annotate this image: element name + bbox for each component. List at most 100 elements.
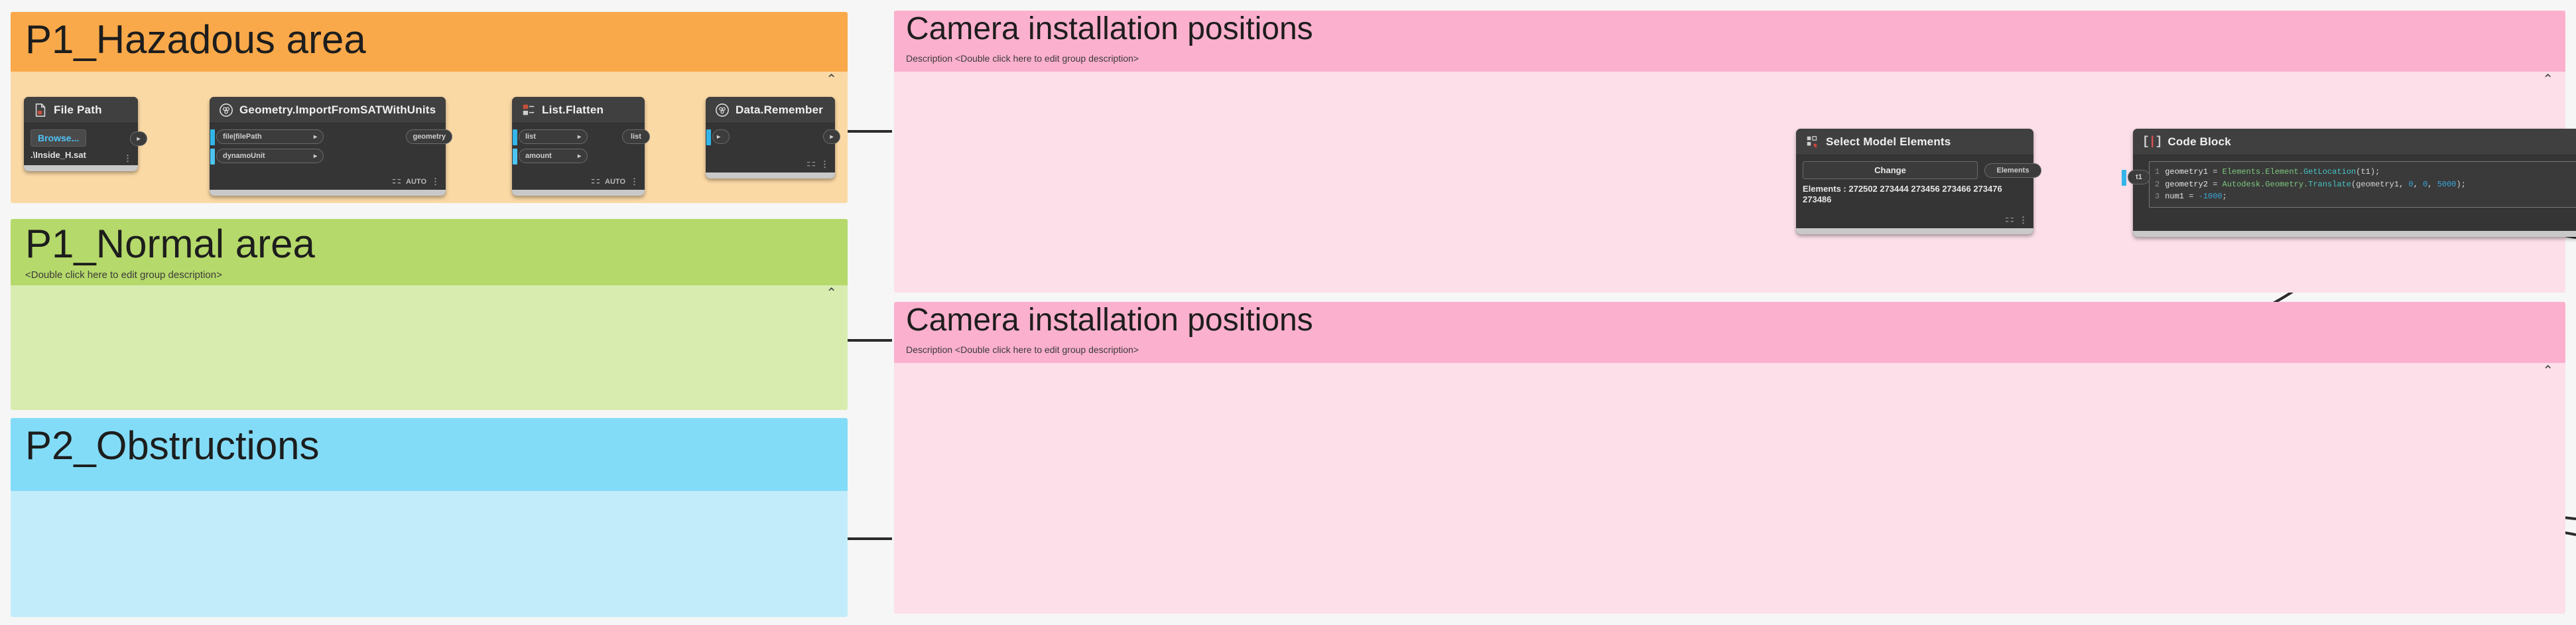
port-label: t1: [2136, 173, 2142, 181]
output-port-elements[interactable]: Elements: [1984, 163, 2041, 178]
node-title: Data.Remember: [736, 103, 824, 116]
input-port-amount[interactable]: amount ▸: [513, 149, 588, 165]
port-row: file|filePath ▸ geometry: [210, 129, 452, 145]
port-arrow-icon: ▸: [577, 152, 581, 160]
node-select-model-elements[interactable]: Select Model Elements Change Elements El…: [1796, 129, 2041, 234]
node-body: Browse... ▸ .\Inside_H.sat: [24, 123, 147, 164]
node-title: File Path: [54, 103, 102, 116]
group-collapse-icon[interactable]: ⌃: [2542, 364, 2553, 378]
code-token: -1000: [2198, 192, 2222, 202]
group-p1-normal[interactable]: P1_Normal area <Double click here to edi…: [11, 219, 848, 612]
group-title: P2_Obstructions: [25, 423, 320, 468]
browse-button[interactable]: Browse...: [31, 129, 87, 147]
code-token: );: [2456, 179, 2466, 189]
node-geometry-import-sat[interactable]: Geometry.ImportFromSATWithUnits file|fil…: [210, 97, 452, 196]
node-list-flatten[interactable]: List.Flatten list ▸ list amoun: [512, 97, 650, 196]
node-body: list ▸ list amount ▸: [512, 123, 650, 188]
code-line-number: 1: [2155, 167, 2160, 176]
output-port-filepath[interactable]: ▸: [130, 131, 147, 146]
node-menu-icon[interactable]: [820, 162, 830, 167]
lacing-icon[interactable]: [591, 178, 600, 186]
node-meta[interactable]: AUTO: [392, 178, 440, 186]
group-description[interactable]: Description <Double click here to edit g…: [906, 344, 1139, 355]
input-port-t1[interactable]: t1: [2122, 170, 2150, 186]
input-port-filepath[interactable]: file|filePath ▸: [210, 129, 324, 145]
code-block-icon: [|]: [2142, 135, 2162, 149]
group-camera-positions-1[interactable]: Camera installation positions Descriptio…: [894, 11, 2576, 293]
group-description[interactable]: <Double click here to edit group descrip…: [25, 269, 222, 281]
node-menu-icon[interactable]: [2019, 218, 2028, 223]
node-body: Change Elements Elements : 272502 273444…: [1796, 155, 2041, 227]
group-p2-obstructions[interactable]: P2_Obstructions Select Model Elements Ch…: [11, 418, 848, 617]
code-token: GetLocation: [2303, 167, 2356, 176]
change-button[interactable]: Change: [1803, 161, 1978, 179]
group-header: Camera installation positions Descriptio…: [894, 302, 2565, 363]
list-flatten-icon: [523, 104, 535, 115]
node-footer: [210, 190, 446, 196]
port-label: amount: [525, 152, 552, 160]
node-footer: [24, 165, 138, 171]
code-token: =: [2189, 192, 2199, 202]
node-data-remember[interactable]: Data.Remember ▸ ▸: [706, 97, 840, 178]
group-title: Camera installation positions: [906, 303, 1313, 338]
port-label: list: [525, 133, 536, 141]
port-label: file|filePath: [223, 133, 262, 141]
node-header: Select Model Elements: [1796, 129, 2033, 155]
port-connected-marker: [210, 129, 215, 145]
node-file-path[interactable]: File Path Browse... ▸ .\Inside_H.sat: [24, 97, 147, 171]
node-header: Data.Remember: [706, 97, 835, 123]
port-connected-marker: [2122, 170, 2126, 186]
node-meta[interactable]: [123, 156, 133, 161]
code-token: Autodesk.Geometry.: [2222, 179, 2309, 189]
node-meta[interactable]: [806, 161, 830, 169]
node-header: File Path: [24, 97, 138, 123]
node-menu-icon[interactable]: [630, 179, 639, 184]
code-token: 0: [2408, 179, 2414, 189]
group-header: Camera installation positions Descriptio…: [894, 11, 2565, 72]
code-token: geometry2: [2165, 179, 2213, 189]
select-model-elements-icon: [1807, 135, 1818, 148]
input-port[interactable]: ▸: [706, 129, 730, 145]
node-menu-icon[interactable]: [123, 156, 133, 161]
group-p1-hazardous[interactable]: P1_Hazadous area ⌃ File Path Browse... ▸…: [11, 12, 848, 203]
group-collapse-icon[interactable]: ⌃: [826, 72, 837, 87]
lacing-icon[interactable]: [2005, 216, 2014, 224]
node-menu-icon[interactable]: [431, 179, 440, 184]
group-collapse-icon[interactable]: ⌃: [826, 286, 837, 301]
port-connected-marker: [706, 129, 711, 145]
group-camera-positions-2[interactable]: Camera installation positions Descriptio…: [894, 302, 2565, 614]
port-label: dynamoUnit: [223, 152, 265, 160]
node-footer: [512, 190, 645, 196]
port-row: ▸ ▸: [706, 129, 840, 145]
input-port-list[interactable]: list ▸: [513, 129, 588, 145]
data-remember-icon: [716, 103, 729, 117]
group-description[interactable]: Description <Double click here to edit g…: [906, 53, 1139, 64]
node-title: List.Flatten: [542, 103, 604, 116]
port-row: dynamoUnit ▸: [210, 149, 439, 165]
lacing-icon[interactable]: [392, 178, 401, 186]
code-token: num1: [2165, 192, 2189, 202]
node-footer: [706, 173, 835, 178]
output-port[interactable]: ▸: [823, 129, 840, 144]
geometry-import-icon: [220, 103, 233, 117]
group-collapse-icon[interactable]: ⌃: [2542, 72, 2553, 87]
group-title: P1_Normal area: [25, 222, 315, 266]
node-meta[interactable]: AUTO: [591, 178, 639, 186]
group-header: P1_Hazadous area: [11, 12, 848, 72]
input-port-dynamounit[interactable]: dynamoUnit ▸: [210, 149, 324, 165]
group-header: P1_Normal area <Double click here to edi…: [11, 219, 848, 285]
node-body: ▸ ▸: [706, 123, 840, 171]
output-port-list[interactable]: list: [622, 129, 650, 144]
output-port-geometry[interactable]: geometry: [406, 129, 452, 144]
node-meta[interactable]: [2005, 216, 2028, 224]
code-token: =: [2213, 179, 2222, 189]
lacing-icon[interactable]: [806, 161, 816, 169]
code-token: ;: [2222, 192, 2227, 202]
